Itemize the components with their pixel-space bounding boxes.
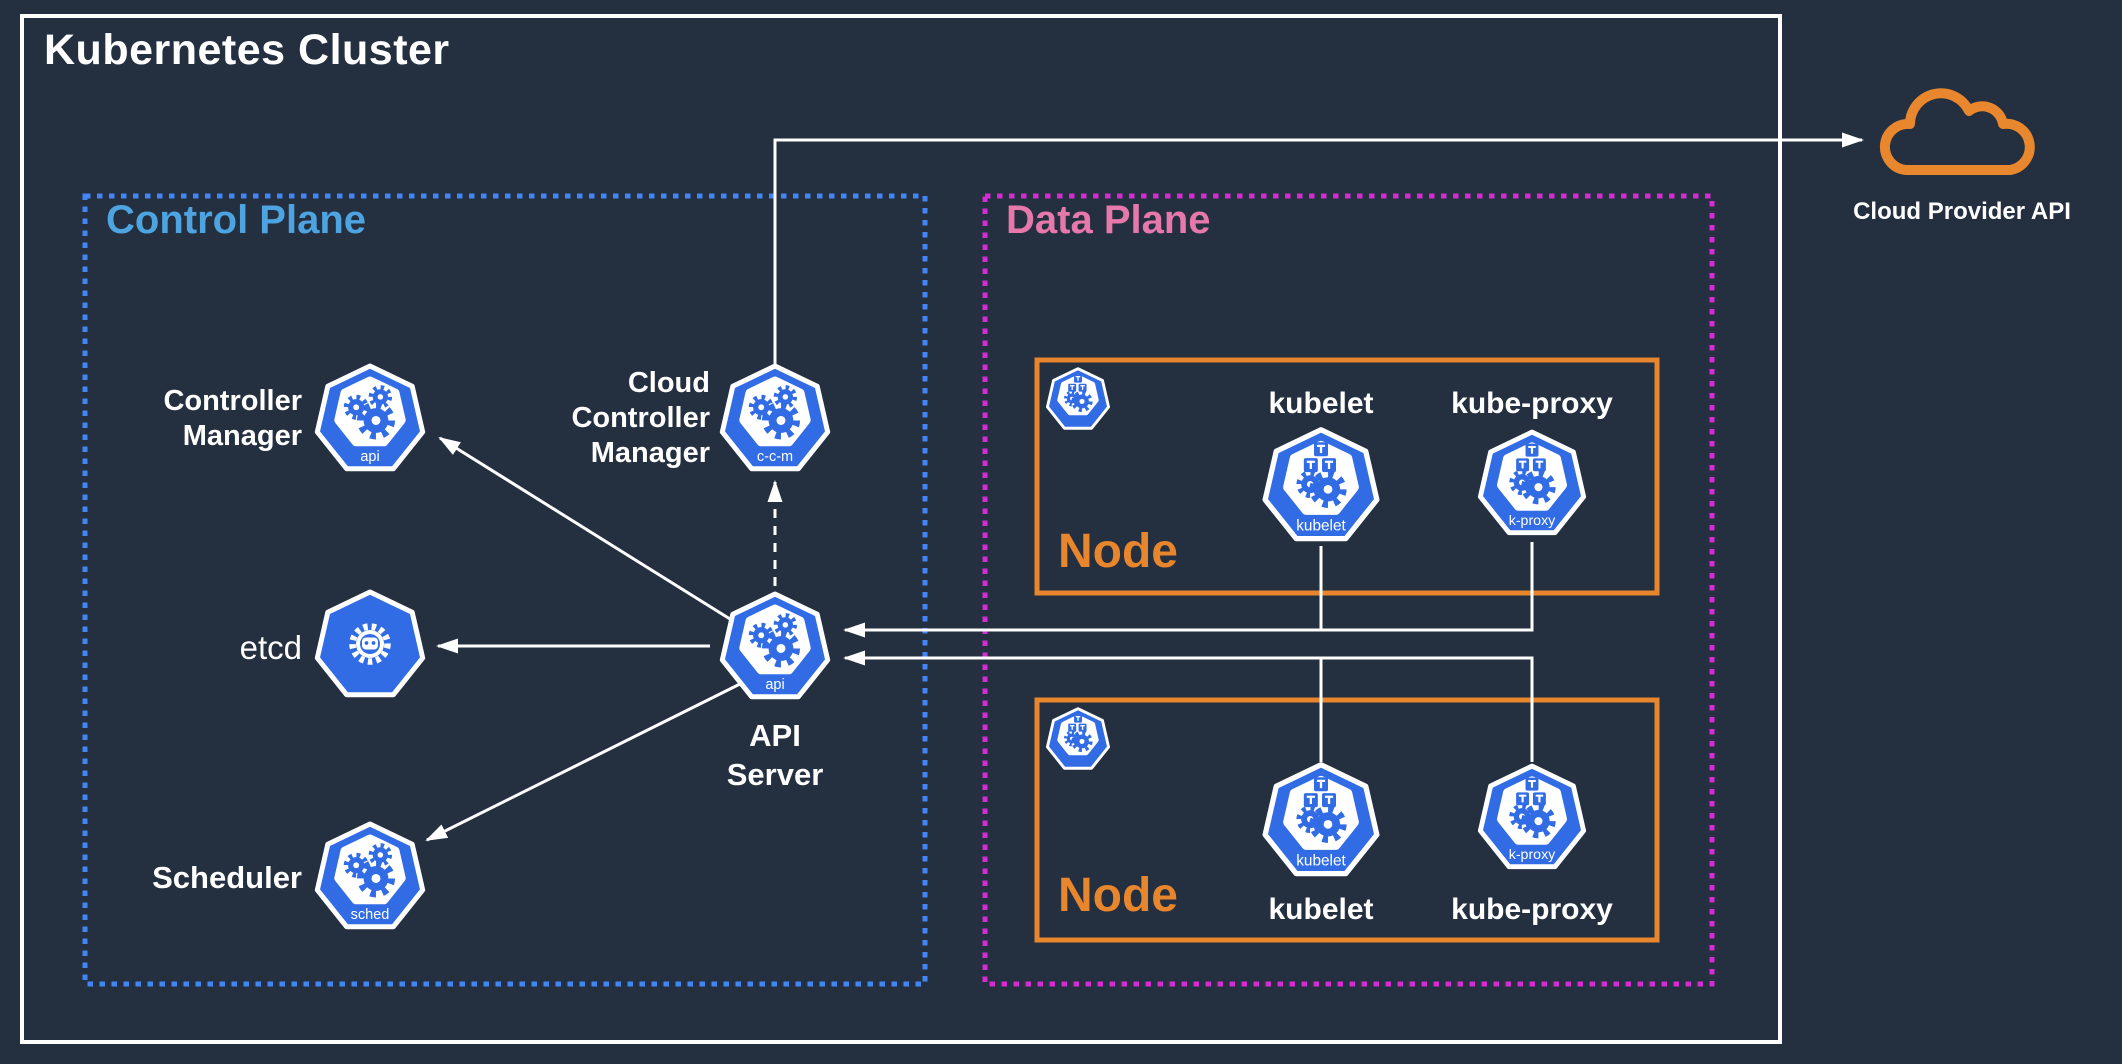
svg-text:sched: sched xyxy=(351,907,390,923)
control-plane-label: Control Plane xyxy=(106,198,367,242)
kubernetes-cluster-box xyxy=(20,14,1782,1044)
node-2-kube-proxy-icon: k-proxy xyxy=(1480,766,1583,867)
api-server-label: API Server xyxy=(726,718,824,792)
node-2-kubelet-label: kubelet xyxy=(1268,893,1374,926)
node-1-corner-icon xyxy=(1045,367,1111,430)
data-plane-box xyxy=(982,193,1715,987)
arrow-api-server-to-controller-manager xyxy=(438,436,739,626)
svg-text:kubelet: kubelet xyxy=(1296,852,1346,869)
svg-text:api: api xyxy=(360,449,379,465)
node-2-box xyxy=(1034,697,1660,943)
node-1-box xyxy=(1034,357,1660,596)
node-1-kubelet-label: kubelet xyxy=(1268,387,1374,420)
arrow-node2-to-api-server xyxy=(843,650,1534,762)
svg-text:c-c-m: c-c-m xyxy=(757,449,793,465)
svg-text:kubelet: kubelet xyxy=(1296,517,1346,534)
svg-text:k-proxy: k-proxy xyxy=(1509,513,1556,529)
controller-manager-label: Controller Manager xyxy=(163,385,302,452)
scheduler-label: Scheduler xyxy=(152,860,302,895)
svg-text:k-proxy: k-proxy xyxy=(1509,847,1556,863)
etcd-icon xyxy=(317,592,422,695)
cloud-controller-manager-label: Cloud Controller Manager xyxy=(571,367,710,469)
node-2-kube-proxy-label: kube-proxy xyxy=(1451,893,1613,926)
node-1-label: Node xyxy=(1058,525,1178,578)
data-plane-label: Data Plane xyxy=(1006,198,1211,242)
svg-text:api: api xyxy=(765,677,784,693)
cloud-provider-api-label: Cloud Provider API xyxy=(1853,198,2071,225)
node-1-kube-proxy-icon: k-proxy xyxy=(1480,432,1583,533)
node-1-kube-proxy-label: kube-proxy xyxy=(1451,387,1613,420)
scheduler-icon: sched xyxy=(317,824,422,927)
api-server-icon: api xyxy=(722,594,827,697)
cloud-controller-manager-icon: c-c-m xyxy=(722,366,827,469)
line-cloud-controller-manager-to-cloud-provider-api xyxy=(773,132,1864,366)
arrow-node1-to-api-server xyxy=(843,542,1534,638)
node-2-label: Node xyxy=(1058,869,1178,922)
node-1-kubelet-icon: kubelet xyxy=(1265,430,1377,539)
diagram-title: Kubernetes Cluster xyxy=(44,26,450,74)
etcd-label: etcd xyxy=(239,629,302,666)
cloud-icon xyxy=(1879,88,2035,175)
arrow-api-server-to-scheduler xyxy=(425,680,745,842)
node-2-corner-icon xyxy=(1045,707,1111,770)
node-2-kubelet-icon: kubelet xyxy=(1265,765,1377,874)
controller-manager-icon: api xyxy=(317,366,422,469)
control-plane-box xyxy=(82,193,928,987)
